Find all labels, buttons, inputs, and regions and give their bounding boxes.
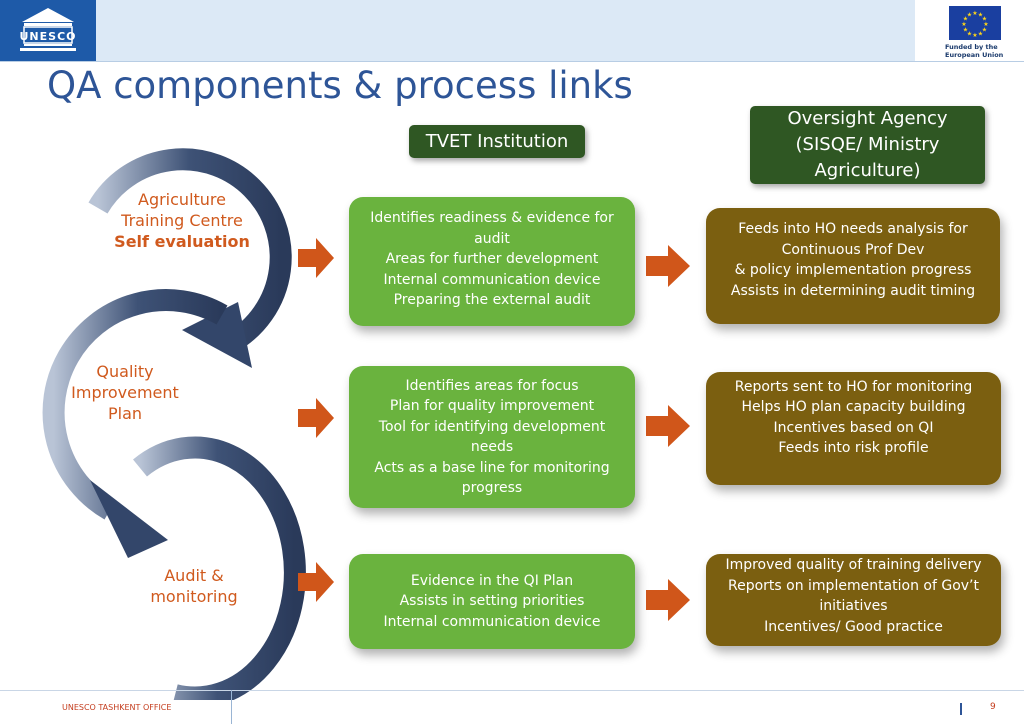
page-title: QA components & process links [47, 64, 633, 107]
oversight-header-line: (SISQE/ Ministry [795, 134, 940, 155]
stage-self-evaluation: Agriculture Training Centre Self evaluat… [112, 189, 252, 252]
tvet-institution-header: TVET Institution [409, 125, 585, 158]
box-line: Incentives based on QI [773, 419, 934, 436]
oversight-box-self-evaluation: Feeds into HO needs analysis for Continu… [706, 208, 1000, 324]
svg-text:★: ★ [961, 21, 966, 28]
svg-text:★: ★ [967, 12, 972, 19]
unesco-logo-text: UNESCO [20, 30, 77, 43]
box-line: Reports sent to HO for monitoring [734, 378, 973, 395]
box-line: Reports on implementation of Gov’t [727, 577, 979, 594]
footer-divider [0, 690, 1024, 691]
top-banner [0, 0, 1024, 62]
arrow-right-icon [298, 238, 334, 278]
footer-bar [960, 703, 962, 715]
tvet-box-qip: Identifies areas for focus Plan for qual… [349, 366, 635, 508]
box-line: audit [474, 230, 510, 247]
page-number: 9 [990, 702, 996, 712]
cycle-arc-self-evaluation [88, 148, 292, 368]
oversight-box-audit: Improved quality of training delivery Re… [706, 554, 1001, 646]
stage-audit-monitoring: Audit & monitoring [134, 565, 254, 607]
cycle-arc-audit [133, 436, 306, 700]
arrow-right-icon [298, 562, 334, 602]
eu-flag-icon: ★★★ ★★★ ★★★ ★★★ [949, 6, 1001, 40]
svg-text:★: ★ [978, 31, 983, 38]
box-line: Evidence in the QI Plan [410, 572, 574, 589]
box-line: Acts as a base line for monitoring [374, 459, 610, 476]
arrow-right-icon [646, 579, 690, 621]
unesco-logo: UNESCO [0, 0, 96, 61]
box-line: Improved quality of training delivery [725, 557, 982, 573]
box-line: Preparing the external audit [393, 292, 591, 309]
cycle-arc-qip [42, 289, 228, 558]
svg-text:★: ★ [983, 21, 988, 28]
box-line: Continuous Prof Dev [781, 241, 925, 258]
oversight-header-line: Oversight Agency [787, 108, 948, 129]
box-line: Tool for identifying development [378, 418, 606, 435]
svg-text:★: ★ [972, 10, 977, 17]
svg-text:★: ★ [978, 12, 983, 19]
box-line: needs [470, 439, 514, 455]
box-line: initiatives [819, 598, 888, 614]
box-line: Feeds into risk profile [778, 440, 929, 456]
tvet-box-audit: Evidence in the QI Plan Assists in setti… [349, 554, 635, 649]
oversight-header-line: Agriculture) [814, 160, 921, 181]
box-line: Incentives/ Good practice [764, 618, 943, 635]
cycle-arrows [42, 148, 306, 700]
footer-separator [231, 690, 232, 724]
svg-text:★: ★ [963, 16, 968, 23]
stage-line: Training Centre [121, 211, 243, 230]
stage-quality-improvement-plan: Quality Improvement Plan [60, 361, 190, 424]
stage-line: Quality [96, 362, 154, 381]
stage-line: Audit & [164, 566, 224, 585]
svg-text:★: ★ [982, 16, 987, 23]
arrow-right-icon [298, 398, 334, 438]
box-line: Helps HO plan capacity building [741, 399, 966, 415]
svg-text:★: ★ [967, 31, 972, 38]
funder-text: Funded by the European Union [945, 43, 1004, 59]
tvet-box-self-evaluation: Identifies readiness & evidence for audi… [349, 197, 635, 326]
box-line: & policy implementation progress [734, 262, 972, 278]
box-line: progress [461, 480, 523, 496]
box-line: Areas for further development [385, 251, 599, 268]
box-line: Assists in setting priorities [399, 593, 585, 610]
arrow-right-icon [646, 245, 690, 287]
svg-text:★: ★ [982, 27, 987, 34]
box-line: Feeds into HO needs analysis for [738, 221, 968, 237]
box-line: Internal communication device [383, 271, 601, 288]
stage-line-bold: Self evaluation [114, 232, 250, 251]
arrow-right-icon [646, 405, 690, 447]
eu-logo: ★★★ ★★★ ★★★ ★★★ Funded by the European U… [915, 0, 1024, 61]
svg-text:★: ★ [972, 32, 977, 39]
oversight-box-qip: Reports sent to HO for monitoring Helps … [706, 372, 1001, 485]
box-line: Internal communication device [383, 613, 601, 630]
box-line: Assists in determining audit timing [730, 282, 976, 299]
box-line: Plan for quality improvement [389, 398, 595, 414]
stage-line: monitoring [150, 587, 238, 606]
stage-line: Plan [107, 404, 143, 423]
footer-office: UNESCO TASHKENT OFFICE [62, 703, 172, 712]
stage-line: Agriculture [138, 190, 226, 209]
stage-line: Improvement [71, 383, 179, 402]
oversight-agency-header: Oversight Agency (SISQE/ Ministry Agricu… [750, 106, 985, 184]
box-line: Identifies readiness & evidence for [370, 210, 614, 227]
box-line: Identifies areas for focus [405, 377, 579, 394]
svg-text:★: ★ [963, 27, 968, 34]
